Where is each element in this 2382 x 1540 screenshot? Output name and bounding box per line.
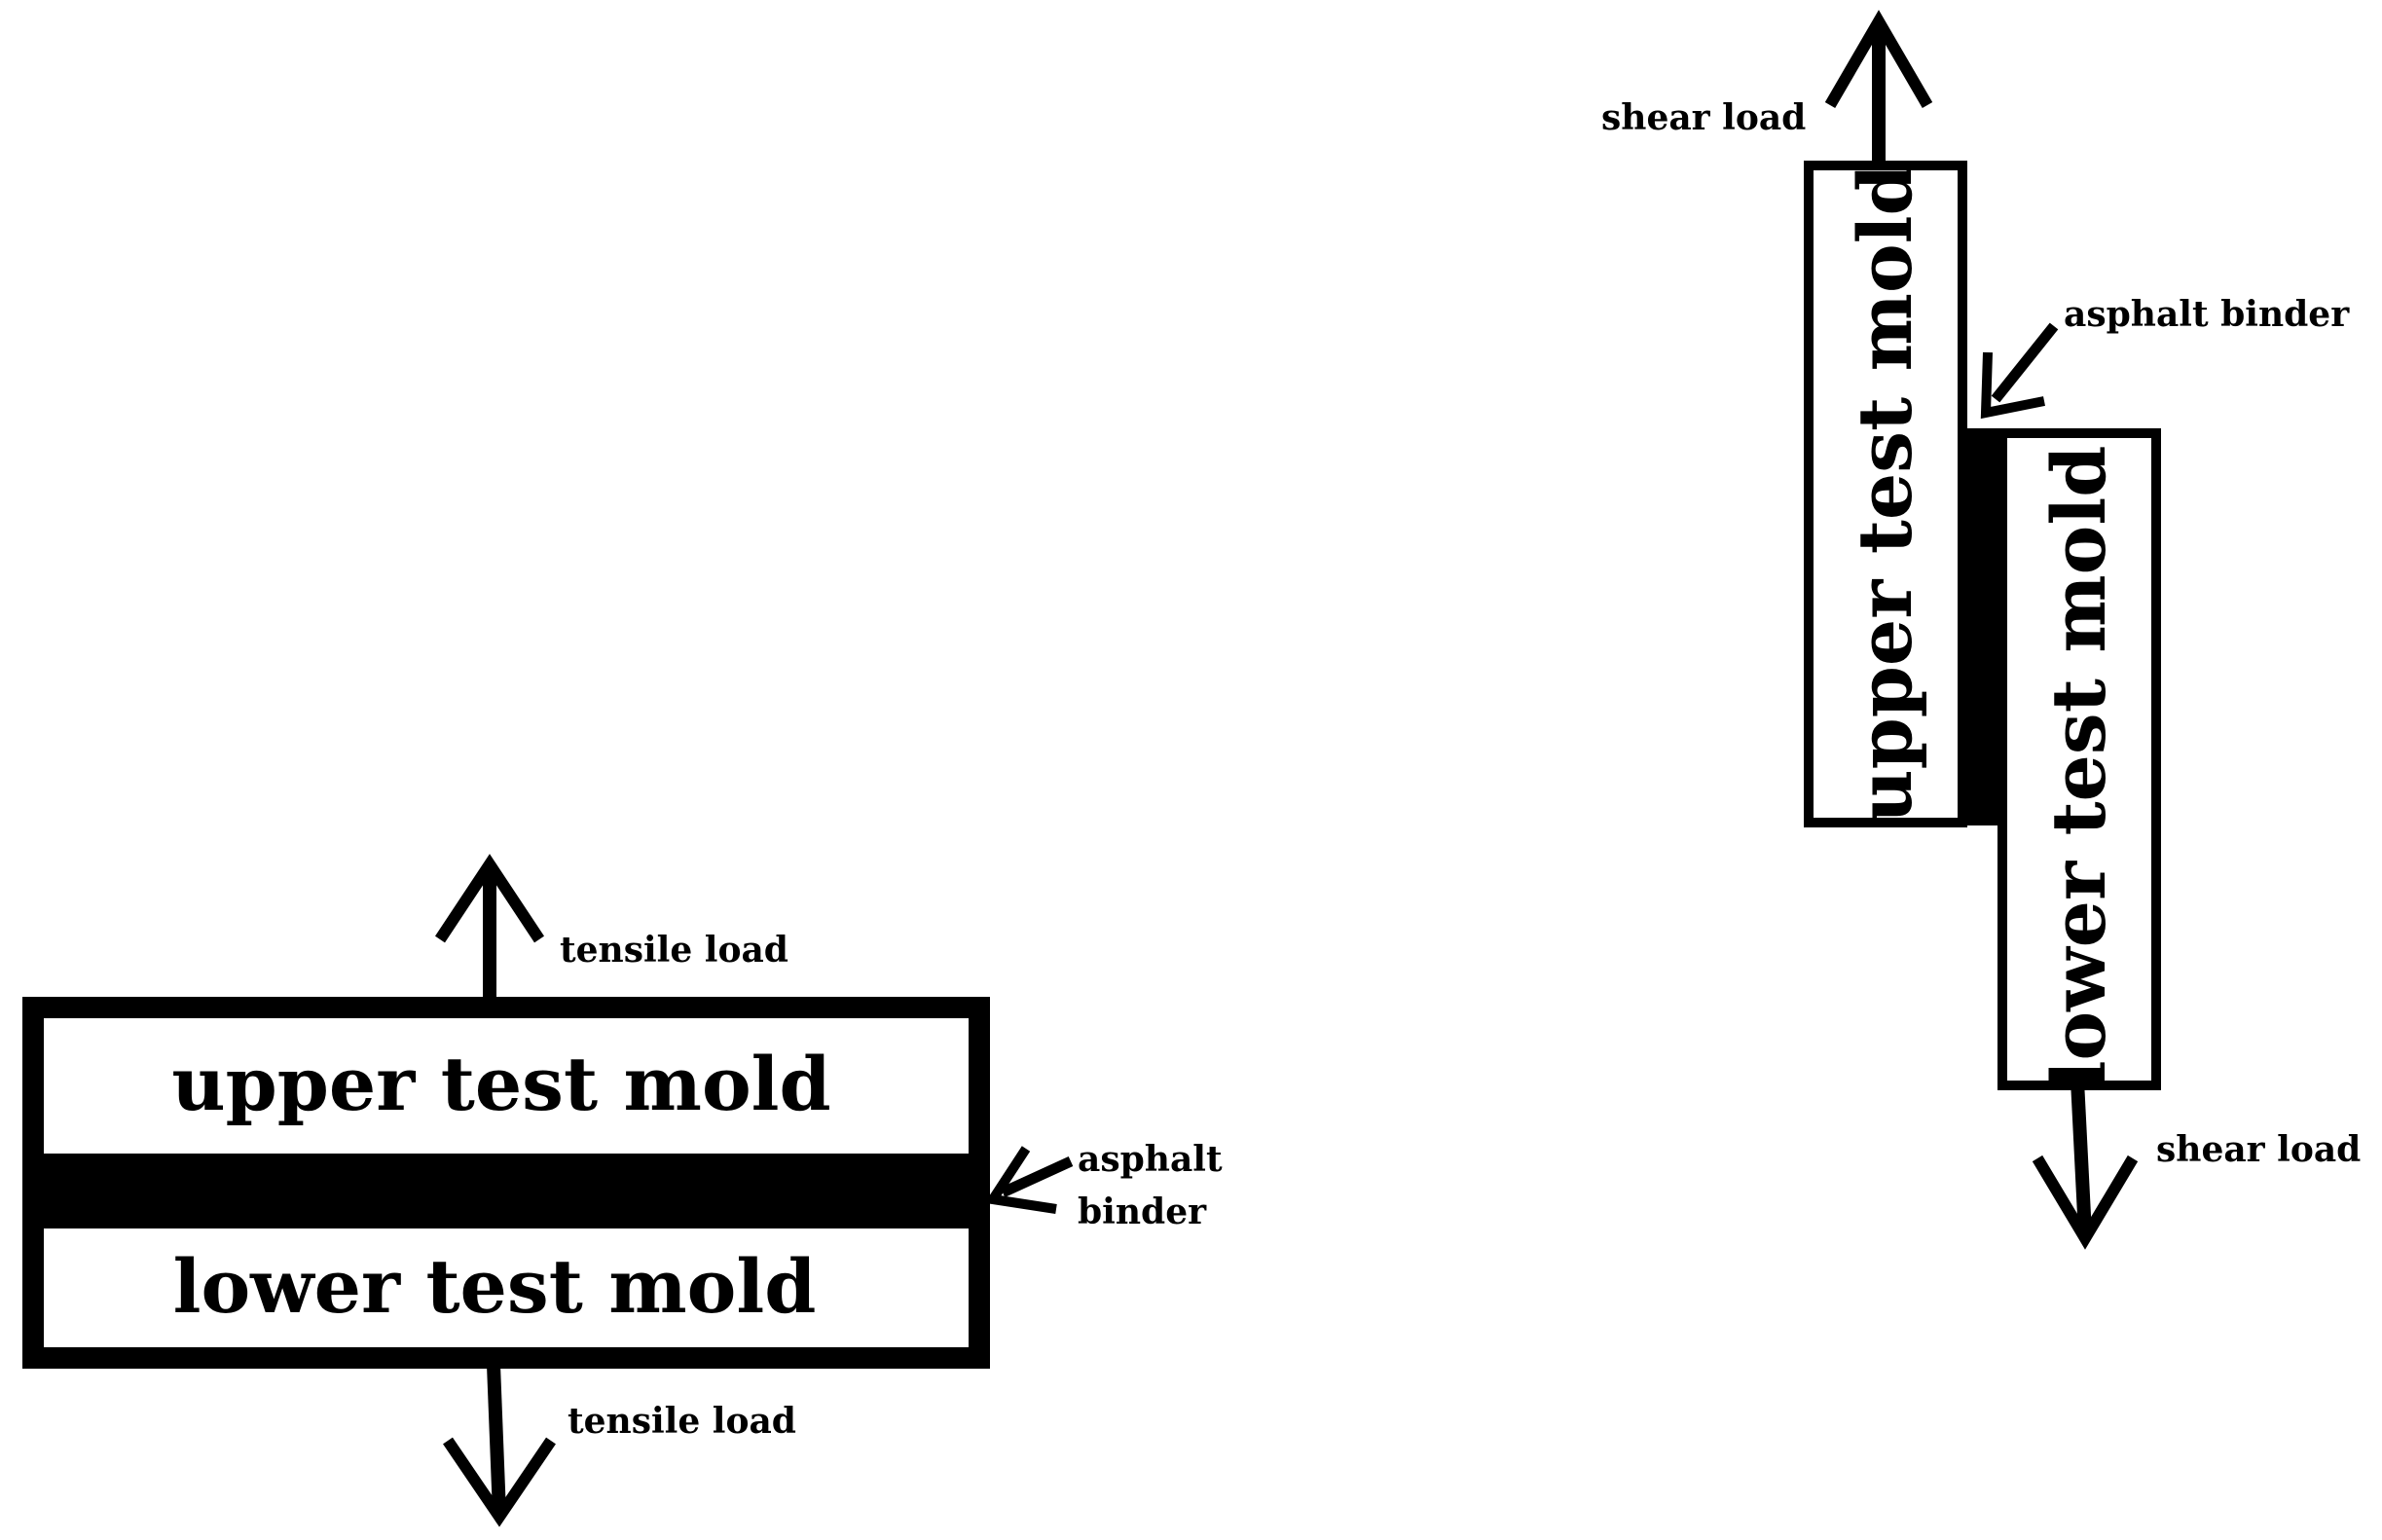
shear-upper-mold-label: upper test mold bbox=[1842, 164, 1928, 823]
tensile-load-up-arrow-icon bbox=[434, 854, 545, 1001]
tensile-upper-mold-label: upper test mold bbox=[171, 1041, 830, 1127]
shear-load-top-label: shear load bbox=[1601, 97, 1806, 138]
shear-load-bottom-label: shear load bbox=[2156, 1129, 2361, 1170]
shear-lower-mold bbox=[1997, 428, 2161, 1090]
tensile-binder-label-line1: asphalt bbox=[1078, 1139, 1223, 1180]
shear-load-down-arrow-icon bbox=[2032, 1080, 2139, 1250]
tensile-binder-label-line2: binder bbox=[1078, 1192, 1207, 1232]
shear-binder-pointer-arrow-icon bbox=[1980, 322, 2059, 420]
shear-upper-mold bbox=[1804, 161, 1967, 827]
shear-lower-mold-label: lower test mold bbox=[2035, 446, 2122, 1089]
tensile-binder-pointer-arrow-icon bbox=[984, 1146, 1074, 1214]
tensile-load-down-arrow-icon bbox=[443, 1364, 556, 1527]
tensile-load-bottom-label: tensile load bbox=[568, 1401, 796, 1442]
tensile-test-setup: upper test mold lower test mold tensile … bbox=[22, 854, 1223, 1527]
tensile-lower-mold-label: lower test mold bbox=[173, 1243, 817, 1330]
shear-load-up-arrow-icon bbox=[1824, 10, 1933, 164]
tensile-asphalt-binder-layer bbox=[33, 1154, 979, 1228]
shear-binder-label: asphalt binder bbox=[2064, 294, 2350, 335]
shear-test-setup: upper test mold lower test mold shear lo… bbox=[1601, 10, 2361, 1250]
tensile-load-top-label: tensile load bbox=[560, 930, 788, 971]
